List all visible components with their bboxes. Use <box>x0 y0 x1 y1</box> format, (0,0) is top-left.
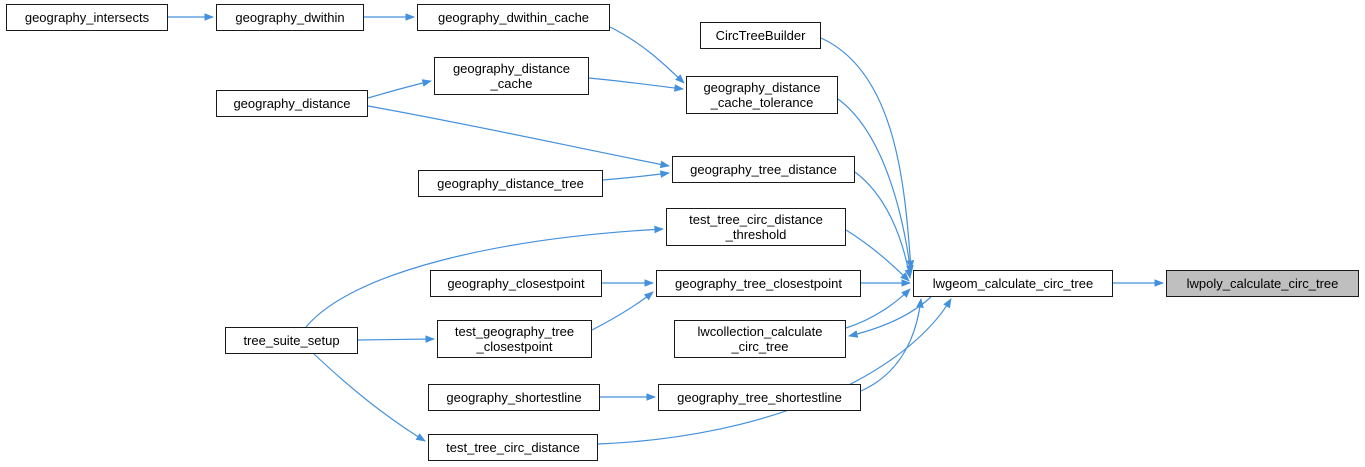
edge-tree_suite_setup-to-test_tree_circ_distance <box>313 353 426 442</box>
node-CircTreeBuilder[interactable]: CircTreeBuilder <box>700 22 821 49</box>
edge-lwgeom_calculate_circ_tree-to-lwcollection_calculate_circ_tree <box>848 296 932 338</box>
node-label: geography_tree_distance <box>690 162 837 177</box>
node-lwpoly_calculate_circ_tree: lwpoly_calculate_circ_tree <box>1166 270 1359 297</box>
edge-geography_tree_distance-to-lwgeom_calculate_circ_tree <box>854 171 913 279</box>
edge-geography_distance_cache-to-geography_distance_cache_tolerance <box>588 77 684 92</box>
node-label: geography_closestpoint <box>447 276 585 291</box>
node-label: test_geography_tree <box>454 324 575 339</box>
node-tree_suite_setup[interactable]: tree_suite_setup <box>225 327 358 354</box>
node-label: CircTreeBuilder <box>715 28 806 43</box>
edge-geography_dwithin_cache-to-geography_distance_cache_tolerance <box>609 26 685 84</box>
edge-geography_distance_cache_tolerance-to-lwgeom_calculate_circ_tree <box>837 98 914 275</box>
node-lwcollection_calculate_circ_tree[interactable]: lwcollection_calculate_circ_tree <box>674 320 846 358</box>
node-label: geography_tree_shortestline <box>677 390 842 405</box>
node-label: geography_dwithin_cache <box>437 10 590 25</box>
node-label: _circ_tree <box>731 339 789 354</box>
node-geography_distance[interactable]: geography_distance <box>216 90 368 117</box>
node-geography_closestpoint[interactable]: geography_closestpoint <box>430 270 602 297</box>
node-test_tree_circ_distance[interactable]: test_tree_circ_distance <box>428 434 598 461</box>
node-label: test_tree_circ_distance <box>446 440 580 455</box>
edge-test_geography_tree_closestpoint-to-geography_tree_closestpoint <box>591 291 654 331</box>
node-label: lwgeom_calculate_circ_tree <box>932 276 1094 291</box>
node-test_tree_circ_distance_threshold[interactable]: test_tree_circ_distance_threshold <box>666 208 846 246</box>
edge-geography_distance-to-geography_distance_cache <box>367 79 432 99</box>
node-label: lwcollection_calculate <box>697 324 823 339</box>
node-label: geography_dwithin <box>235 10 345 25</box>
node-geography_tree_distance[interactable]: geography_tree_distance <box>672 156 855 183</box>
node-label: _threshold <box>725 227 787 242</box>
node-label: geography_distance_tree <box>437 176 584 191</box>
node-label: _cache_tolerance <box>710 95 814 110</box>
node-test_geography_tree_closestpoint[interactable]: test_geography_tree_closestpoint <box>437 320 592 358</box>
node-geography_intersects[interactable]: geography_intersects <box>6 4 168 31</box>
node-geography_dwithin_cache[interactable]: geography_dwithin_cache <box>417 4 610 31</box>
node-label: geography_distance <box>233 96 351 111</box>
node-label: geography_tree_closestpoint <box>675 276 842 291</box>
node-label: geography_distance <box>452 61 571 76</box>
node-geography_distance_tree[interactable]: geography_distance_tree <box>418 170 603 197</box>
node-label: _closestpoint <box>476 339 553 354</box>
edge-geography_distance-to-geography_tree_distance <box>367 105 670 169</box>
node-geography_tree_closestpoint[interactable]: geography_tree_closestpoint <box>656 270 861 297</box>
edge-geography_distance_tree-to-geography_tree_distance <box>602 170 670 181</box>
node-geography_distance_cache_tolerance[interactable]: geography_distance_cache_tolerance <box>686 76 838 114</box>
node-geography_dwithin[interactable]: geography_dwithin <box>216 4 364 31</box>
node-label: test_tree_circ_distance <box>689 212 823 227</box>
node-label: tree_suite_setup <box>243 333 340 348</box>
node-geography_shortestline[interactable]: geography_shortestline <box>428 384 600 411</box>
node-label: geography_shortestline <box>446 390 582 405</box>
edge-geography_tree_shortestline-to-lwgeom_calculate_circ_tree <box>860 298 924 392</box>
node-label: geography_distance <box>703 80 821 95</box>
node-label: _cache <box>490 76 533 91</box>
node-lwgeom_calculate_circ_tree[interactable]: lwgeom_calculate_circ_tree <box>913 270 1113 297</box>
edge-tree_suite_setup-to-test_geography_tree_closestpoint <box>357 335 435 343</box>
node-label: lwpoly_calculate_circ_tree <box>1186 276 1339 291</box>
node-geography_distance_cache[interactable]: geography_distance_cache <box>434 57 589 95</box>
node-geography_tree_shortestline[interactable]: geography_tree_shortestline <box>658 384 861 411</box>
node-label: geography_intersects <box>24 10 150 25</box>
